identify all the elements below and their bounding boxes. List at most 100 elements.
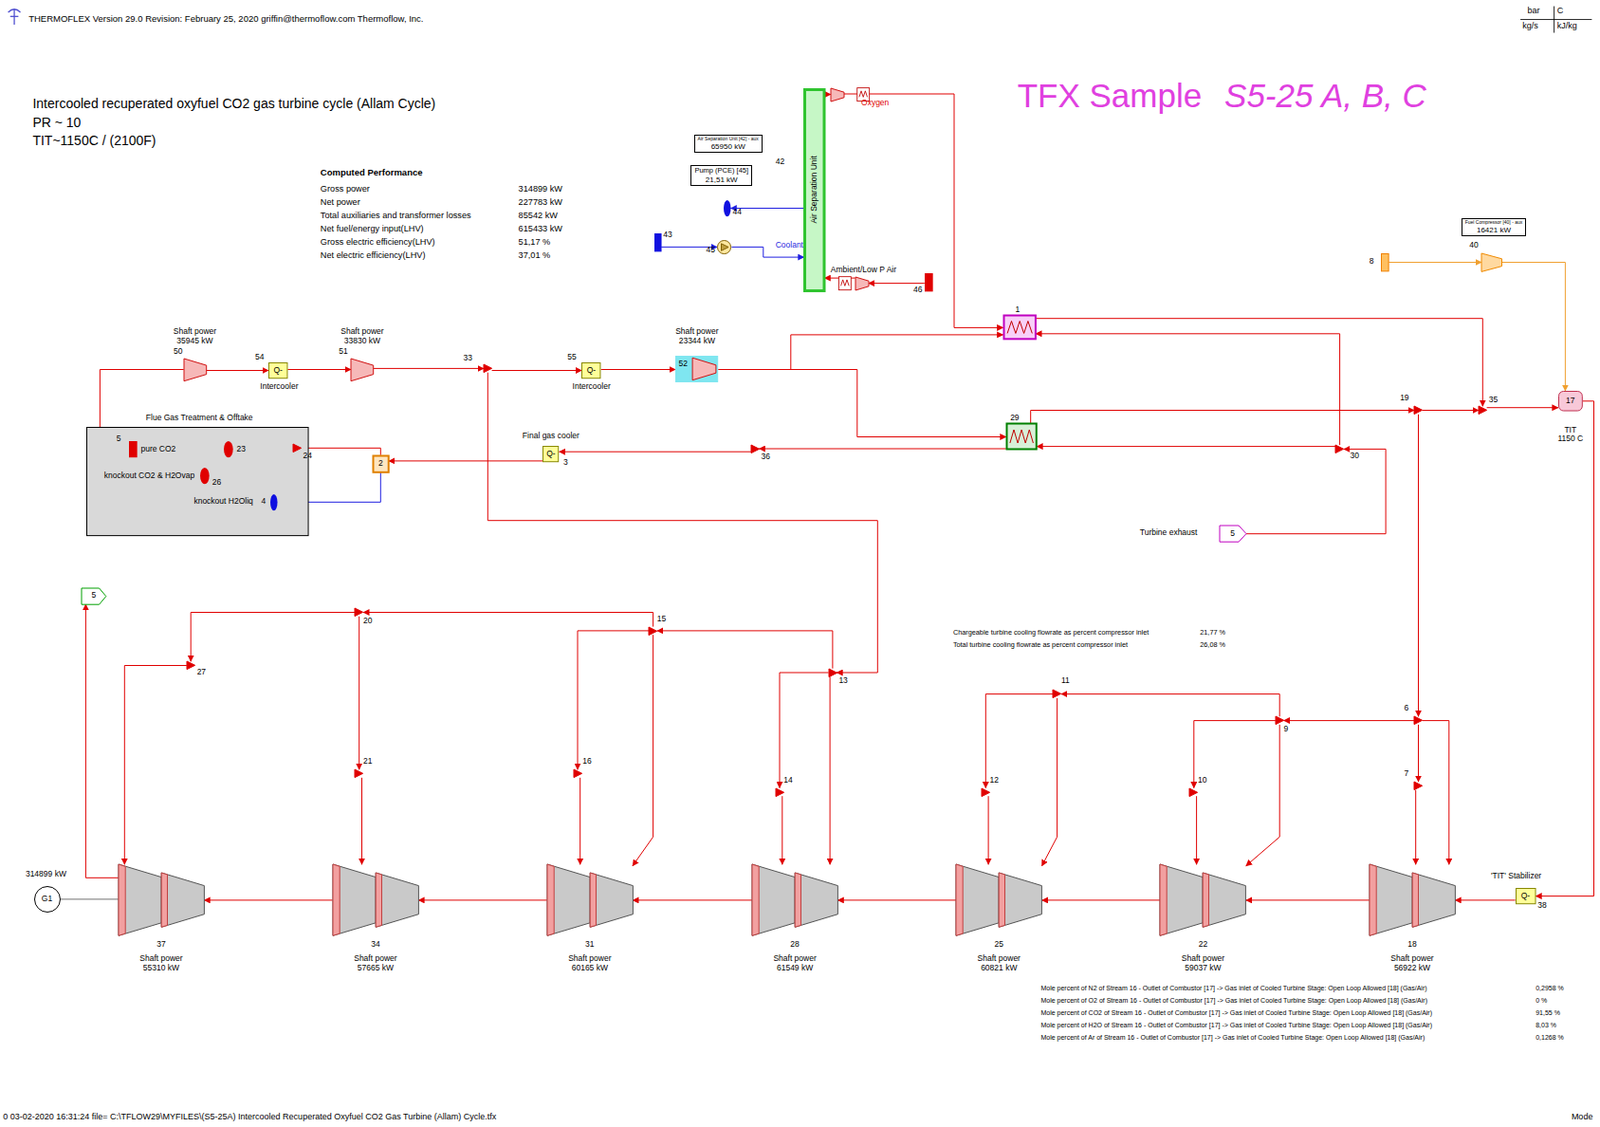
node-text: 15: [657, 614, 666, 625]
diagram-label: 42: [775, 156, 785, 166]
node-text: G1: [41, 894, 53, 904]
turbine-stage: 18Shaft power 56922 kW: [1369, 864, 1455, 936]
flow-line: [85, 604, 118, 878]
shape-outline: [118, 864, 204, 936]
heat-exchanger: 29: [1006, 422, 1037, 450]
node-text: 6: [1403, 703, 1409, 714]
node-text: 4: [260, 496, 266, 507]
node-text: 3: [563, 458, 569, 468]
shape-outline: [332, 864, 419, 936]
flow-line: [1284, 719, 1416, 721]
node-text: Shaft power 33830 kW: [333, 327, 391, 347]
splitter: 20: [354, 607, 364, 617]
off-page-connector: Turbine exhaust5: [1219, 525, 1247, 542]
node-text: Q-: [1521, 891, 1530, 902]
diagram-label: 51,17 %: [518, 237, 552, 248]
flow-line: [60, 898, 119, 900]
flow-line: [1535, 401, 1594, 897]
diagram-label: Net electric efficiency(LHV): [320, 250, 426, 261]
combustor: 17TIT 1150 C: [1558, 390, 1583, 412]
flow-line: [781, 795, 783, 865]
node-text: 13: [838, 676, 847, 686]
node-text: 51: [338, 347, 348, 357]
shape-outline: [223, 441, 234, 458]
flow-line: [205, 369, 269, 371]
diagram-label: TFX Sample: [1017, 75, 1203, 116]
flow-line: [363, 612, 654, 627]
sink: 23: [223, 441, 234, 458]
node-text: Q-: [587, 366, 596, 376]
mixer: 33: [483, 364, 493, 373]
flow-line: [829, 676, 831, 865]
turbine-stage: 31Shaft power 60165 kW: [547, 864, 633, 936]
flow-line: [1388, 261, 1482, 263]
flow-line: [1422, 409, 1479, 411]
splitter: 14: [775, 788, 785, 797]
mixer: 35: [1478, 405, 1488, 415]
shape-outline: [981, 788, 991, 797]
flow-line: [1502, 262, 1566, 392]
flow-line: [601, 368, 677, 370]
splitter: 7: [1414, 781, 1423, 791]
diagram-label: 21,77 %: [1199, 628, 1226, 638]
flow-line: [1042, 698, 1058, 866]
diagram-label: 314899 kW: [518, 183, 563, 195]
node-text: 30: [1349, 451, 1359, 461]
flow-line: [1035, 318, 1483, 407]
flue-gas-area: Flue Gas Treatment & Offtake5pure CO2232…: [86, 426, 310, 536]
shape-outline: [775, 788, 785, 797]
diagram-label: Net power: [320, 197, 361, 208]
generator: 314899 kWG1: [34, 885, 61, 913]
flow-line: [632, 899, 753, 901]
shape-outline: [354, 607, 364, 617]
fuel-compressor: 40: [1481, 253, 1503, 272]
node-text: 14: [783, 775, 792, 786]
flow-line: [1415, 790, 1417, 865]
flow-line: [837, 899, 957, 901]
shape-outline: [183, 358, 207, 382]
diagram-label: THERMOFLEX Version 29.0 Revision: Februa…: [28, 13, 423, 24]
shape-outline: [751, 444, 760, 454]
flow-line: [758, 448, 1006, 450]
diagram-label: kJ/kg: [1557, 20, 1578, 32]
diagram-label: 26,08 %: [1199, 641, 1226, 650]
shape-outline: [573, 769, 583, 778]
shape-outline: [1481, 253, 1503, 272]
shape-outline: [717, 239, 732, 255]
flow-line: [1035, 333, 1341, 445]
compressor: Shaft power 33830 kW51: [350, 358, 374, 382]
aux-power-box: Air Separation Unit [42] - aux65950 kW: [694, 134, 763, 153]
info-text: 21,51 kW: [694, 175, 749, 184]
flow-line: [1417, 724, 1419, 782]
shape-outline: [1003, 314, 1036, 340]
flow-line: [559, 451, 752, 453]
node-text: Shaft power 60821 kW: [968, 954, 1030, 974]
splitter: 12: [981, 788, 991, 797]
node-text: Shaft power 23344 kW: [668, 327, 726, 347]
shape-outline: [270, 494, 278, 511]
node-text: 45: [706, 245, 716, 256]
flow-line: [1042, 899, 1161, 901]
compressor: Shaft power 23344 kW52: [675, 355, 718, 383]
node-text: knockout CO2 & H2Ovap: [104, 471, 195, 481]
node-text: knockout H2Oliq: [193, 496, 253, 507]
diagram-label: S5-25 A, B, C: [1224, 75, 1427, 116]
node-text: Intercooler: [572, 382, 611, 392]
splitter: 6: [1414, 716, 1423, 725]
flow-line: [1036, 445, 1336, 447]
diagram-label: Mole percent of Ar of Stream 16 - Outlet…: [1040, 1033, 1425, 1042]
diagram-label: Total auxiliaries and transformer losses: [320, 210, 472, 221]
shape-outline: [830, 88, 845, 102]
shape-outline: [956, 864, 1042, 936]
flow-line: [632, 634, 654, 866]
flow-line: [1417, 414, 1419, 718]
node-text: 37: [140, 939, 182, 950]
diagram-label: 0 03-02-2020 16:31:24 file= C:\TFLOW29\M…: [2, 1111, 497, 1122]
node-text: Shaft power 61549 kW: [764, 954, 827, 974]
compressor: Shaft power 35945 kW50: [183, 358, 207, 382]
flow-line: [1061, 694, 1280, 718]
shape-outline: [1189, 788, 1198, 797]
flow-line: [868, 282, 925, 284]
node-text: 8: [1369, 257, 1375, 267]
